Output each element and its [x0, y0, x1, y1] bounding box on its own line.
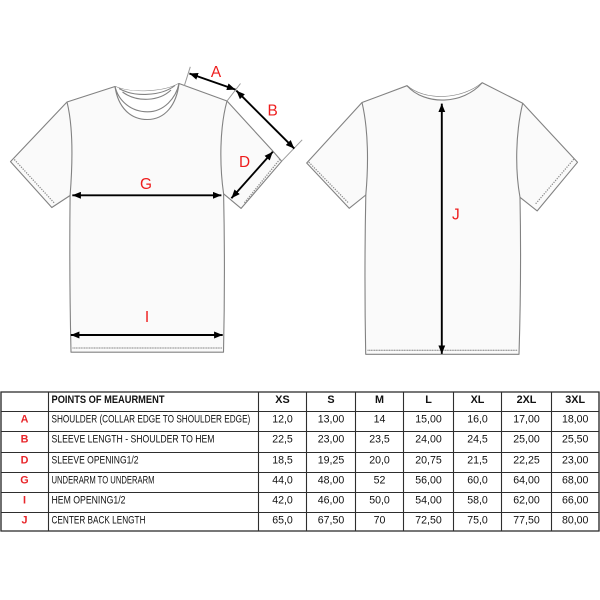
- svg-text:46,00: 46,00: [318, 495, 345, 507]
- svg-text:SLEEVE OPENING1/2: SLEEVE OPENING1/2: [52, 455, 139, 467]
- svg-text:SHOULDER (COLLAR EDGE TO SHOUL: SHOULDER (COLLAR EDGE TO SHOULDER EDGE): [52, 414, 251, 426]
- svg-text:13,00: 13,00: [318, 414, 345, 426]
- svg-text:G: G: [140, 176, 152, 193]
- svg-text:42,0: 42,0: [272, 495, 293, 507]
- svg-text:HEM OPENING1/2: HEM OPENING1/2: [52, 495, 126, 507]
- svg-text:20,75: 20,75: [415, 455, 442, 467]
- svg-text:80,00: 80,00: [562, 515, 589, 527]
- svg-text:62,00: 62,00: [513, 495, 540, 507]
- svg-text:21,5: 21,5: [467, 455, 488, 467]
- svg-text:XL: XL: [471, 394, 485, 406]
- svg-text:14: 14: [374, 414, 386, 426]
- svg-text:I: I: [23, 495, 26, 507]
- svg-text:48,00: 48,00: [318, 475, 345, 487]
- svg-text:65,0: 65,0: [272, 515, 293, 527]
- svg-text:66,00: 66,00: [562, 495, 589, 507]
- svg-text:B: B: [21, 434, 29, 446]
- svg-text:22,25: 22,25: [513, 455, 540, 467]
- svg-text:2XL: 2XL: [517, 394, 537, 406]
- svg-text:58,0: 58,0: [467, 495, 488, 507]
- svg-text:D: D: [239, 154, 250, 171]
- svg-text:23,00: 23,00: [562, 455, 589, 467]
- svg-text:50,0: 50,0: [369, 495, 390, 507]
- svg-text:64,00: 64,00: [513, 475, 540, 487]
- svg-text:70: 70: [374, 515, 386, 527]
- svg-text:19,25: 19,25: [318, 455, 345, 467]
- svg-text:22,5: 22,5: [272, 434, 293, 446]
- svg-text:25,50: 25,50: [562, 434, 589, 446]
- svg-text:56,00: 56,00: [415, 475, 442, 487]
- svg-text:18,5: 18,5: [272, 455, 293, 467]
- svg-text:J: J: [21, 515, 27, 527]
- svg-text:44,0: 44,0: [272, 475, 293, 487]
- svg-text:B: B: [267, 103, 277, 120]
- svg-text:23,5: 23,5: [369, 434, 390, 446]
- svg-text:XS: XS: [275, 394, 289, 406]
- svg-text:18,00: 18,00: [562, 414, 589, 426]
- svg-text:3XL: 3XL: [565, 394, 585, 406]
- svg-text:68,00: 68,00: [562, 475, 589, 487]
- svg-text:I: I: [145, 309, 149, 326]
- svg-text:52: 52: [374, 475, 386, 487]
- svg-text:24,5: 24,5: [467, 434, 488, 446]
- svg-text:77,50: 77,50: [513, 515, 540, 527]
- svg-text:25,00: 25,00: [513, 434, 540, 446]
- svg-text:20,0: 20,0: [369, 455, 390, 467]
- svg-text:S: S: [327, 394, 334, 406]
- svg-text:60,0: 60,0: [467, 475, 488, 487]
- svg-text:CENTER BACK LENGTH: CENTER BACK LENGTH: [52, 515, 146, 527]
- svg-text:G: G: [20, 475, 28, 487]
- svg-text:67,50: 67,50: [318, 515, 345, 527]
- svg-text:J: J: [452, 206, 460, 223]
- svg-text:D: D: [21, 455, 29, 467]
- svg-text:24,00: 24,00: [415, 434, 442, 446]
- svg-text:UNDERARM TO UNDERARM: UNDERARM TO UNDERARM: [52, 475, 155, 487]
- svg-text:M: M: [375, 394, 384, 406]
- svg-text:SLEEVE LENGTH - SHOULDER TO HE: SLEEVE LENGTH - SHOULDER TO HEM: [52, 434, 215, 446]
- svg-text:A: A: [21, 414, 29, 426]
- svg-text:12,0: 12,0: [272, 414, 293, 426]
- svg-text:72,50: 72,50: [415, 515, 442, 527]
- svg-text:75,0: 75,0: [467, 515, 488, 527]
- svg-text:23,00: 23,00: [318, 434, 345, 446]
- svg-text:A: A: [211, 64, 222, 81]
- svg-text:L: L: [425, 394, 432, 406]
- svg-text:54,00: 54,00: [415, 495, 442, 507]
- svg-text:16,0: 16,0: [467, 414, 488, 426]
- svg-text:17,00: 17,00: [513, 414, 540, 426]
- svg-text:15,00: 15,00: [415, 414, 442, 426]
- svg-text:POINTS OF MEAURMENT: POINTS OF MEAURMENT: [52, 394, 165, 406]
